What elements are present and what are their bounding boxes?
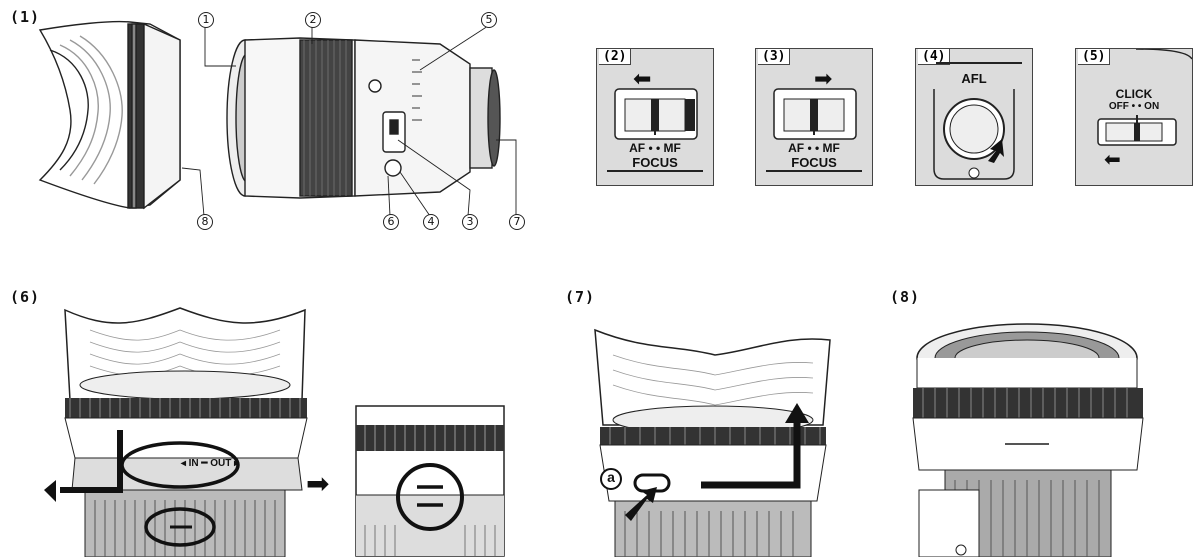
- callout-5: 5: [481, 12, 497, 28]
- switch-mf-label: MF: [822, 141, 840, 155]
- arrow-right-icon: ➡: [814, 67, 833, 92]
- focus-label: FOCUS: [632, 155, 678, 170]
- callout-3: 3: [462, 214, 478, 230]
- figure-1-lens-and-hood: [38, 20, 517, 217]
- figure-6-label: (6): [10, 288, 41, 306]
- figure-3-label: (3): [758, 49, 791, 65]
- callout-1: 1: [198, 12, 214, 28]
- lens-hood-side-view: [38, 20, 181, 210]
- focus-label: FOCUS: [791, 155, 837, 170]
- marker-out-label: OUT: [210, 458, 232, 469]
- callout-7: 7: [509, 214, 525, 230]
- click-off-label: OFF: [1108, 101, 1129, 112]
- afl-button-graphic: [933, 62, 1022, 180]
- figure-4-label: (4): [918, 49, 951, 65]
- callout-8: 8: [197, 214, 213, 230]
- callout-leaders: [181, 25, 517, 217]
- figure-2-label: (2): [599, 49, 632, 65]
- click-switch-graphic: [1097, 49, 1192, 146]
- switch-af-label: AF: [629, 141, 646, 155]
- figure-6-hood-attach: [44, 307, 308, 557]
- callout-2: 2: [305, 12, 321, 28]
- release-button-marker: a: [607, 469, 615, 485]
- figure-4-panel: (4) AFL: [915, 48, 1033, 186]
- click-on-label: ON: [1144, 101, 1160, 112]
- figure-8-hood-reversed: [912, 323, 1144, 557]
- arrow-right-icon: ➡: [306, 467, 330, 500]
- figure-8-label: (8): [890, 288, 921, 306]
- figure-5-panel: (5) CLICK OFF • • ON ⬅: [1075, 48, 1193, 186]
- figure-6-detail-closeup: [355, 405, 505, 557]
- figure-7-hood-release: [594, 328, 831, 557]
- figure-7-label: (7): [565, 288, 596, 306]
- figure-3-panel: (3) ➡ AF • • MF FOCUS: [755, 48, 873, 186]
- focus-af-mf-labels: AF • • MF: [788, 141, 840, 155]
- in-out-markers: ◂ IN ━ OUT ▸: [180, 458, 240, 469]
- lens-body-side-view: [226, 37, 501, 199]
- focus-switch-graphic: [766, 88, 862, 172]
- figure-5-label: (5): [1078, 49, 1111, 65]
- click-title: CLICK: [1115, 87, 1153, 101]
- switch-mf-label: MF: [663, 141, 681, 155]
- arrow-left-icon: ⬅: [633, 67, 652, 92]
- focus-switch-graphic: [607, 88, 703, 172]
- callout-6: 6: [383, 214, 399, 230]
- click-off-on-labels: OFF • • ON: [1108, 101, 1160, 112]
- afl-title: AFL: [961, 71, 987, 86]
- arrow-left-icon: ⬅: [1104, 147, 1121, 171]
- figure-1-label: (1): [10, 8, 41, 26]
- switch-af-label: AF: [788, 141, 805, 155]
- figure-2-panel: (2) ⬅ AF • • MF FOCUS: [596, 48, 714, 186]
- focus-af-mf-labels: AF • • MF: [629, 141, 681, 155]
- marker-in-label: IN: [188, 458, 199, 469]
- callout-4: 4: [423, 214, 439, 230]
